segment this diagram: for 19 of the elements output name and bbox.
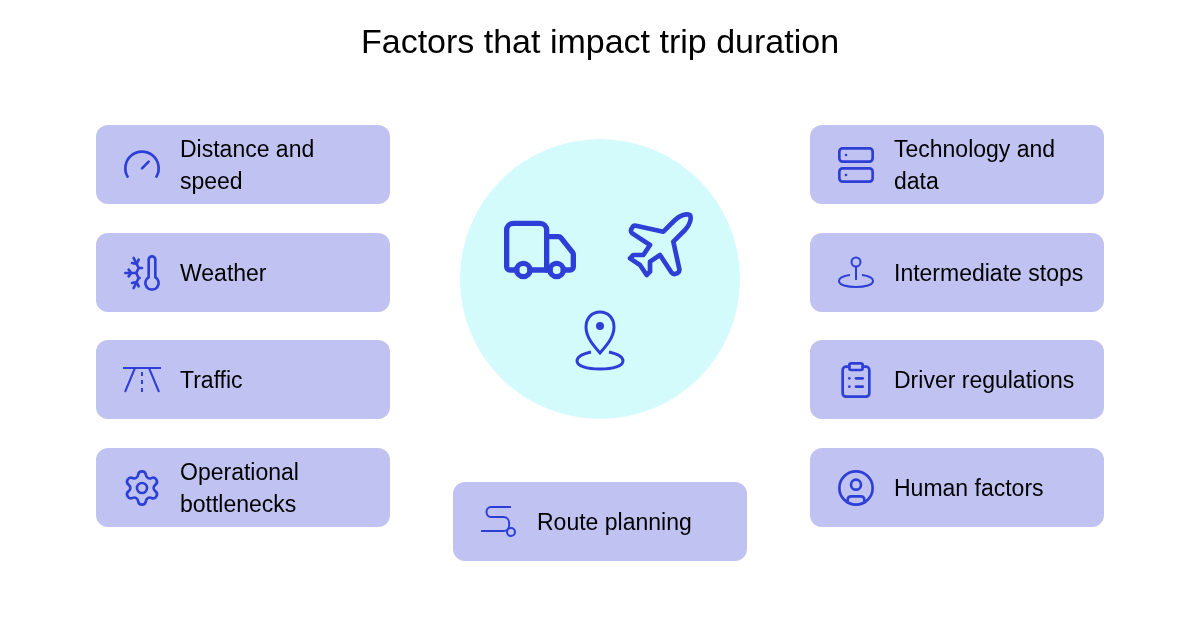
factor-label: Weather: [180, 258, 267, 288]
title: Factors that impact trip duration: [360, 21, 840, 62]
factor-card: [96, 340, 390, 419]
factor-label: Operational bottlenecks: [180, 457, 300, 519]
factor-card: [96, 125, 390, 204]
factor-card: [810, 340, 1104, 419]
factor-card: [96, 448, 390, 527]
factor-card: [810, 125, 1104, 204]
factor-card: [810, 448, 1104, 527]
factor-label: Human factors: [894, 473, 1044, 503]
factor-label: Distance and speed: [180, 134, 316, 196]
factor-label: Technology and data: [894, 134, 1057, 196]
factor-card: [96, 233, 390, 312]
factor-label: Intermediate stops: [894, 258, 1084, 288]
factor-label: Route planning: [537, 507, 692, 537]
factor-card: [453, 482, 747, 561]
factor-card: [810, 233, 1104, 312]
factor-label: Traffic: [180, 365, 243, 395]
factor-label: Driver regulations: [894, 365, 1075, 395]
